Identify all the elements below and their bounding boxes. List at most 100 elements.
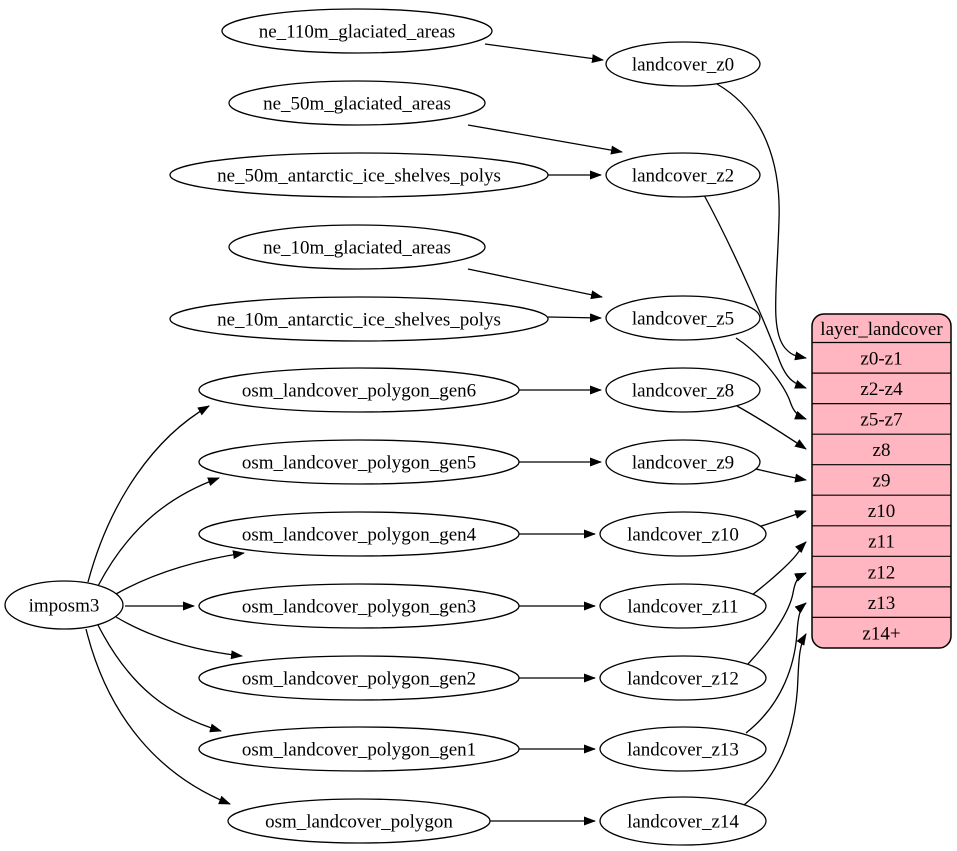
node-ne-50m-antarctic-ice-shelves-polys-shape: [169, 152, 549, 198]
table-layer-landcover-box: [811, 313, 952, 649]
node-osm-landcover-polygon-gen5-label: osm_landcover_polygon_gen5: [242, 453, 476, 474]
node-landcover-z2-shape: [605, 152, 761, 198]
node-landcover-z2: landcover_z2: [605, 152, 761, 198]
node-osm-landcover-polygon-gen6: osm_landcover_polygon_gen6: [198, 367, 520, 413]
node-landcover-z13-shape: [599, 726, 767, 772]
node-landcover-z9-shape: [605, 439, 761, 485]
node-osm-landcover-polygon: osm_landcover_polygon: [227, 798, 491, 844]
node-landcover-z13-label: landcover_z13: [627, 740, 739, 761]
node-landcover-z8: landcover_z8: [605, 367, 761, 413]
node-landcover-z14-shape: [599, 796, 767, 846]
edge-landcover-z9-to-row-z9: [755, 468, 807, 483]
node-ne-50m-glaciated-areas: ne_50m_glaciated_areas: [228, 80, 486, 126]
node-landcover-z14-label: landcover_z14: [627, 812, 739, 833]
table-row-label-z9: z9: [873, 471, 891, 492]
edge-landcover-z5-to-row-z5-z7: [735, 337, 807, 420]
table-layer-landcover: layer_landcover z0-z1 z2-z4 z5-z7 z8 z9 …: [811, 313, 952, 649]
node-landcover-z0: landcover_z0: [605, 41, 761, 87]
node-ne-10m-glaciated-areas-label: ne_10m_glaciated_areas: [263, 238, 451, 259]
node-landcover-z11-label: landcover_z11: [627, 597, 738, 618]
node-landcover-z11: landcover_z11: [599, 583, 767, 629]
node-ne-10m-glaciated-areas: ne_10m_glaciated_areas: [228, 224, 486, 270]
node-landcover-z10-label: landcover_z10: [627, 525, 739, 546]
table-row-label-z12: z12: [868, 562, 895, 583]
node-landcover-z14: landcover_z14: [599, 796, 767, 846]
table-row-label-z0-z1: z0-z1: [860, 349, 902, 370]
node-ne-10m-antarctic-ice-shelves-polys: ne_10m_antarctic_ice_shelves_polys: [169, 296, 549, 342]
node-landcover-z13: landcover_z13: [599, 726, 767, 772]
edge-landcover-z8-to-row-z8: [736, 405, 807, 450]
table-row-label-z14plus: z14+: [862, 623, 900, 644]
node-osm-landcover-polygon-gen3: osm_landcover_polygon_gen3: [198, 583, 520, 629]
node-landcover-z8-shape: [605, 367, 761, 413]
table-row-label-z5-z7: z5-z7: [860, 410, 902, 431]
edge-landcover-z11-to-row-z11: [751, 541, 807, 596]
edge-landcover-z10-to-row-z10: [757, 510, 807, 528]
node-imposm3-label: imposm3: [29, 596, 100, 617]
node-osm-landcover-polygon-gen1: osm_landcover_polygon_gen1: [198, 726, 520, 772]
table-row-label-z13: z13: [868, 593, 895, 614]
node-ne-110m-glaciated-areas-shape: [221, 8, 493, 54]
node-landcover-z11-shape: [599, 583, 767, 629]
table-title: layer_landcover: [820, 319, 943, 340]
edge-landcover-z14-to-row-z14plus: [743, 633, 807, 806]
node-landcover-z0-label: landcover_z0: [632, 55, 734, 76]
edge-imposm3-to-osm-landcover-polygon-gen5: [97, 477, 220, 587]
node-landcover-z5-label: landcover_z5: [632, 309, 734, 330]
node-imposm3-shape: [4, 580, 124, 630]
edge-landcover-z12-to-row-z12: [747, 572, 807, 665]
node-imposm3: imposm3: [4, 580, 124, 630]
node-landcover-z9-label: landcover_z9: [632, 453, 734, 474]
node-landcover-z5-shape: [605, 295, 761, 341]
node-osm-landcover-polygon-gen4-shape: [198, 511, 520, 557]
table-row-label-z2-z4: z2-z4: [860, 379, 903, 400]
node-osm-landcover-polygon-gen3-shape: [198, 583, 520, 629]
table-row-label-z8: z8: [873, 440, 891, 461]
node-ne-50m-antarctic-ice-shelves-polys-label: ne_50m_antarctic_ice_shelves_polys: [217, 166, 501, 187]
node-osm-landcover-polygon-gen6-shape: [198, 367, 520, 413]
node-landcover-z2-label: landcover_z2: [632, 166, 734, 187]
edge-landcover-z2-to-row-z2-z4: [703, 194, 807, 389]
node-osm-landcover-polygon-gen2-shape: [198, 655, 520, 701]
edge-imposm3-to-osm-landcover-polygon-gen2: [115, 616, 243, 660]
table-row-label-z11: z11: [868, 532, 895, 553]
node-landcover-z10: landcover_z10: [599, 511, 767, 557]
node-osm-landcover-polygon-gen2: osm_landcover_polygon_gen2: [198, 655, 520, 701]
edge-landcover-z0-to-row-z0-z1: [716, 83, 807, 361]
node-landcover-z10-shape: [599, 511, 767, 557]
edge-layer: [85, 43, 807, 826]
node-landcover-z5: landcover_z5: [605, 295, 761, 341]
node-ne-10m-glaciated-areas-shape: [228, 224, 486, 270]
edge-imposm3-to-osm-landcover-polygon-gen6: [87, 405, 210, 583]
edge-imposm3-to-osm-landcover-polygon-gen4: [115, 550, 245, 595]
edge-ne-110m-glaciated-areas-to-landcover-z0: [484, 43, 604, 63]
node-osm-landcover-polygon-gen4-label: osm_landcover_polygon_gen4: [242, 525, 477, 546]
node-landcover-z12: landcover_z12: [599, 655, 767, 701]
node-landcover-z0-shape: [605, 41, 761, 87]
node-osm-landcover-polygon-gen3-label: osm_landcover_polygon_gen3: [242, 597, 476, 618]
node-landcover-z9: landcover_z9: [605, 439, 761, 485]
node-osm-landcover-polygon-label: osm_landcover_polygon: [265, 812, 453, 833]
node-ne-10m-antarctic-ice-shelves-polys-label: ne_10m_antarctic_ice_shelves_polys: [217, 310, 501, 331]
edge-imposm3-to-osm-landcover-polygon-gen1: [97, 624, 222, 733]
node-ne-50m-antarctic-ice-shelves-polys: ne_50m_antarctic_ice_shelves_polys: [169, 152, 549, 198]
edge-ne-10m-glaciated-areas-to-landcover-z5: [467, 268, 603, 300]
edge-ne-10m-antarctic-ice-shelves-polys-to-landcover-z5: [547, 313, 602, 323]
node-ne-10m-antarctic-ice-shelves-polys-shape: [169, 296, 549, 342]
node-osm-landcover-polygon-gen6-label: osm_landcover_polygon_gen6: [242, 381, 476, 402]
edge-ne-50m-glaciated-areas-to-landcover-z2: [467, 124, 623, 155]
node-osm-landcover-polygon-gen5: osm_landcover_polygon_gen5: [198, 439, 520, 485]
node-osm-landcover-polygon-gen1-label: osm_landcover_polygon_gen1: [242, 740, 476, 761]
node-osm-landcover-polygon-gen4: osm_landcover_polygon_gen4: [198, 511, 520, 557]
node-landcover-z12-shape: [599, 655, 767, 701]
node-ne-50m-glaciated-areas-label: ne_50m_glaciated_areas: [263, 94, 451, 115]
table-row-label-z10: z10: [868, 501, 895, 522]
node-osm-landcover-polygon-gen5-shape: [198, 439, 520, 485]
node-osm-landcover-polygon-shape: [227, 798, 491, 844]
node-landcover-z8-label: landcover_z8: [632, 381, 734, 402]
node-landcover-z12-label: landcover_z12: [627, 669, 739, 690]
node-ne-50m-glaciated-areas-shape: [228, 80, 486, 126]
node-osm-landcover-polygon-gen1-shape: [198, 726, 520, 772]
